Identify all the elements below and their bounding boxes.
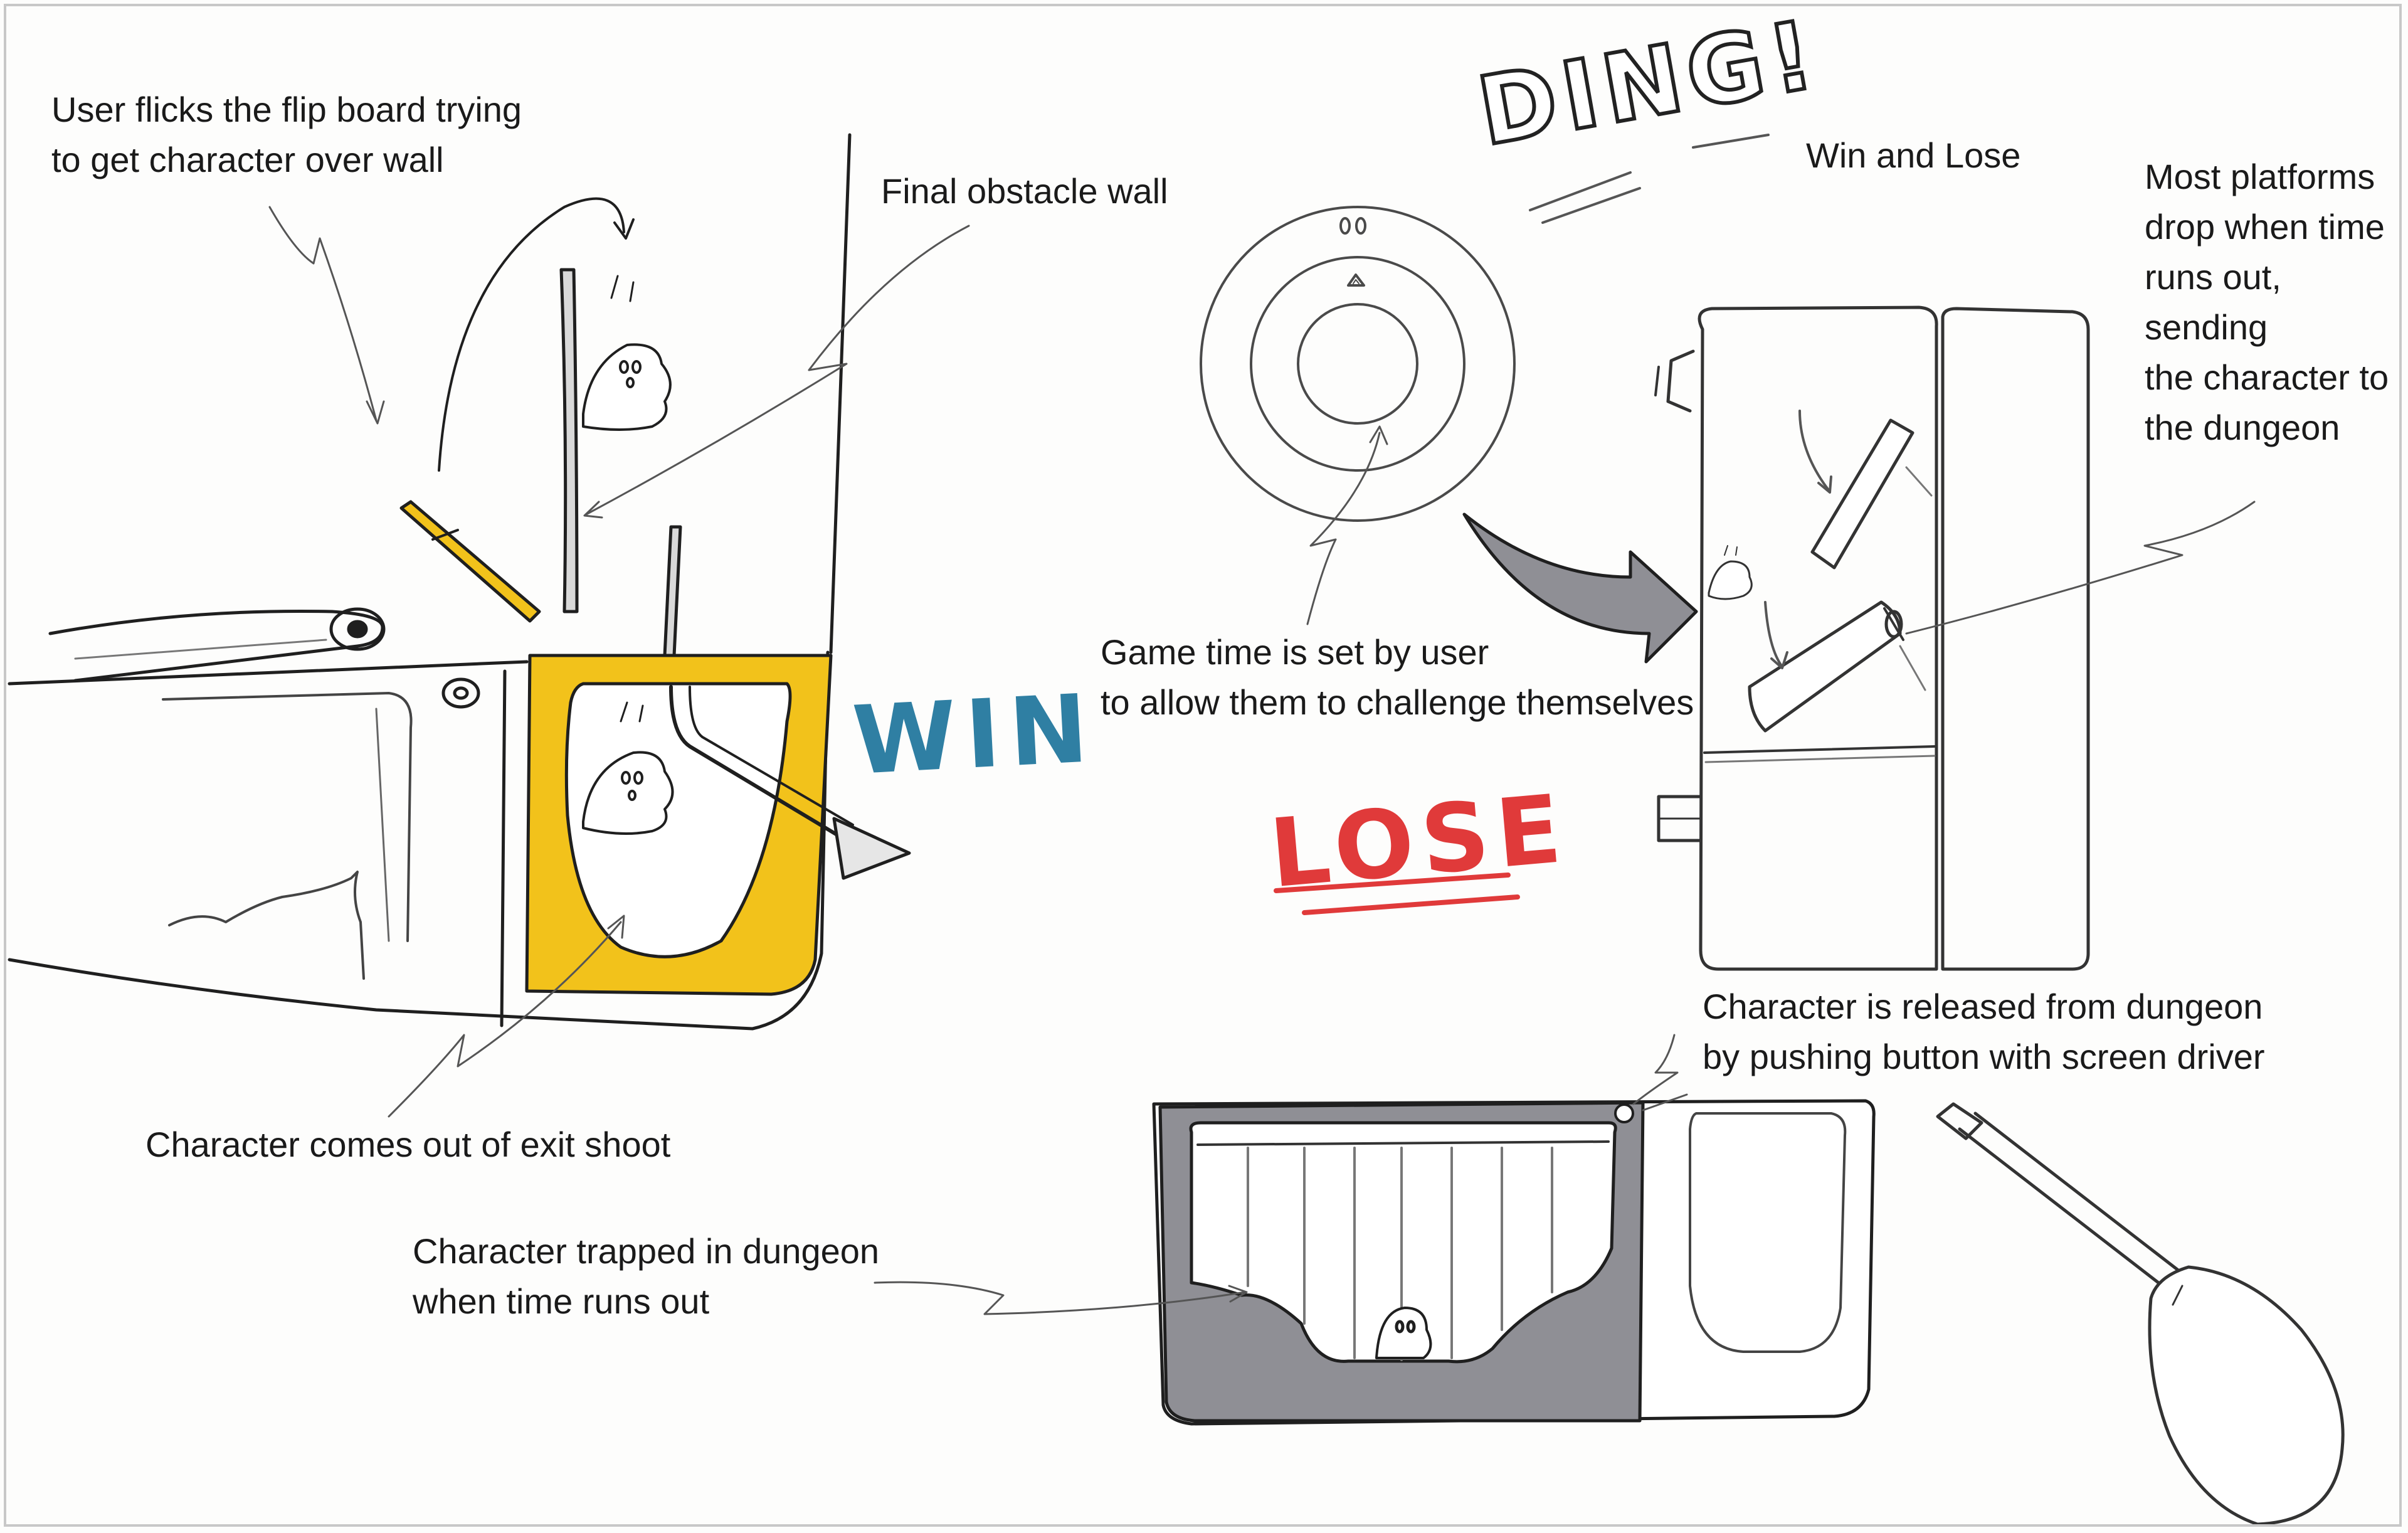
- exit-shoot: [525, 654, 911, 996]
- pointer-line-platforms: [1905, 501, 2256, 635]
- note-platforms-line3: runs out,: [2145, 257, 2281, 297]
- note-platforms: Most platforms drop when time runs out, …: [2145, 152, 2389, 453]
- note-platforms-line5: the character to: [2145, 358, 2389, 397]
- obstacle-walls: [559, 268, 682, 657]
- note-released: Character is released from dungeon by pu…: [1703, 982, 2265, 1082]
- note-flick-line2: to get character over wall: [51, 140, 444, 179]
- flipper-stick: [399, 500, 541, 623]
- timer-dial: [1200, 206, 1516, 522]
- pointer-line-trapped: [874, 1281, 1246, 1315]
- right-device-body: [1654, 305, 2090, 971]
- note-released-line2: by pushing button with screen driver: [1703, 1037, 2265, 1076]
- note-platforms-line1: Most platforms: [2145, 157, 2375, 196]
- note-exit: Character comes out of exit shoot: [145, 1125, 671, 1164]
- note-trapped-line2: when time runs out: [413, 1281, 710, 1321]
- note-trapped-line1: Character trapped in dungeon: [413, 1231, 880, 1271]
- note-flick-line1: User flicks the flip board trying: [51, 90, 522, 129]
- note-game-time-line2: to allow them to challenge themselves: [1101, 682, 1694, 722]
- screwdriver: [1936, 1102, 2345, 1526]
- note-game-time: Game time is set by user to allow them t…: [1101, 627, 1694, 728]
- dungeon-device: [1152, 1099, 1876, 1426]
- pointer-lines-left: [268, 206, 970, 1118]
- note-platforms-line2: drop when time: [2145, 207, 2385, 247]
- note-released-line1: Character is released from dungeon: [1703, 987, 2263, 1026]
- note-trapped: Character trapped in dungeon when time r…: [413, 1226, 879, 1327]
- flip-board: [48, 607, 386, 682]
- pointer-line-game-time: [1306, 432, 1381, 625]
- character-exiting: [582, 701, 674, 835]
- note-flick: User flicks the flip board trying to get…: [51, 85, 522, 185]
- trajectory-arrow: [438, 197, 625, 472]
- note-game-time-line1: Game time is set by user: [1101, 632, 1489, 672]
- note-platforms-line4: sending: [2145, 307, 2268, 347]
- character-falling: [582, 275, 672, 431]
- note-win-lose: Win and Lose: [1806, 135, 2021, 175]
- win-word: WIN: [850, 674, 1100, 797]
- note-wall: Final obstacle wall: [881, 171, 1168, 211]
- note-platforms-line6: the dungeon: [2145, 408, 2340, 447]
- pointer-line-released: [1632, 1034, 1679, 1105]
- left-device-body: [8, 133, 852, 1031]
- transition-arrow: [1462, 512, 1698, 664]
